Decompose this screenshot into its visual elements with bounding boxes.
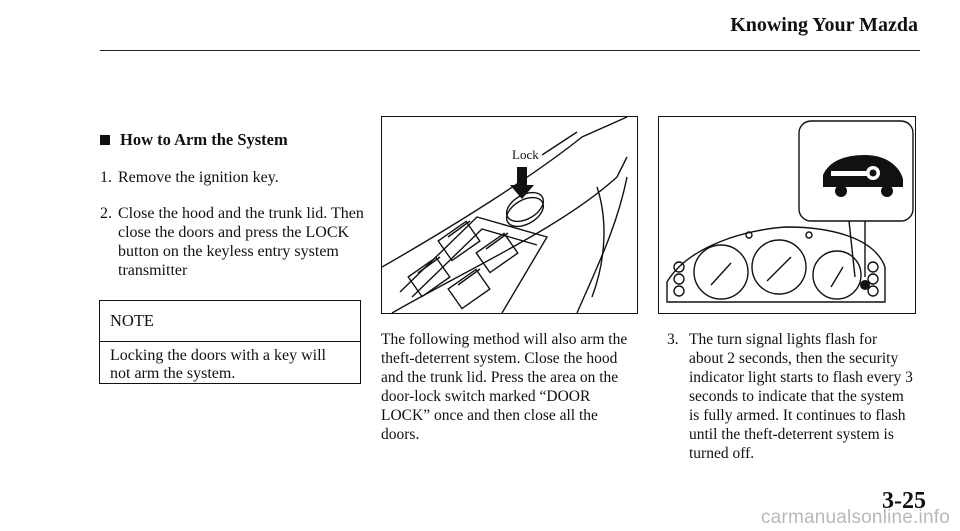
note-title: NOTE [100,301,360,342]
step-text: The turn signal lights flash for about 2… [689,331,913,462]
note-box: NOTE Locking the doors with a key will n… [99,300,361,384]
step-number: 1. [100,169,112,186]
step-item: 3. The turn signal lights flash for abou… [667,330,913,463]
step-text: Remove the ignition key. [118,169,279,186]
step-item: 1. Remove the ignition key. [100,168,370,187]
step-item: 2. Close the hood and the trunk lid. The… [100,204,370,280]
step-text: Close the hood and the trunk lid. Then c… [118,205,364,279]
arm-system-section: How to Arm the System 1. Remove the igni… [100,130,370,297]
step-list: 1. Remove the ignition key. 2. Close the… [100,168,370,280]
alternate-method-paragraph: The following method will also arm the t… [381,331,628,443]
lock-label: Lock [512,147,539,162]
note-text: Locking the doors with a key will not ar… [110,347,326,382]
header-rule [100,50,920,51]
section-heading-text: How to Arm the System [120,130,288,149]
door-lock-switch-illustration [382,117,628,313]
running-header: Knowing Your Mazda [730,14,918,36]
page-number: 3-25 [882,488,926,514]
step-number: 3. [667,331,679,348]
square-bullet-icon [100,135,110,145]
door-lock-switch-figure: Lock [381,116,638,314]
security-indicator-icon [823,155,903,197]
instrument-cluster-figure [658,116,916,314]
watermark: carmanualsonline.info [760,507,950,528]
section-heading: How to Arm the System [100,130,370,150]
instrument-cluster-illustration [666,120,914,303]
step-number: 2. [100,205,112,222]
